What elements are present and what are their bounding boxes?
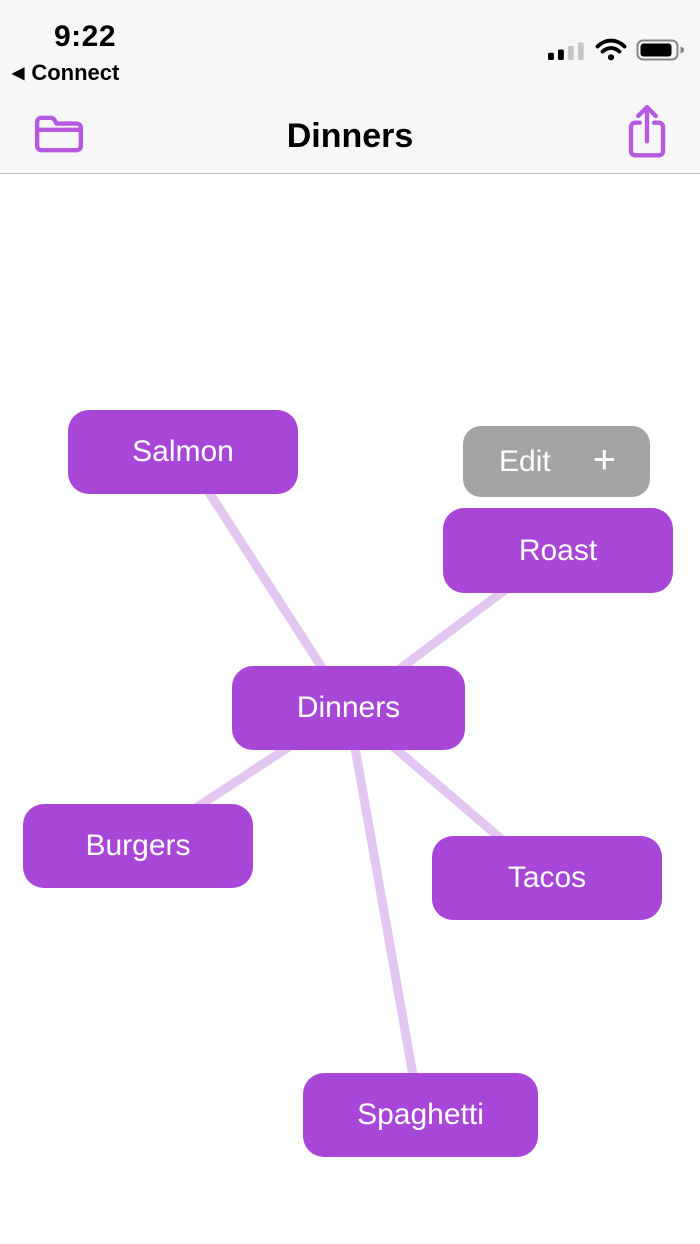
node-roast[interactable]: Roast — [443, 508, 673, 593]
node-label: Salmon — [132, 435, 234, 468]
back-app-name: Connect — [31, 60, 120, 85]
status-bar-time: 9:22 — [54, 20, 117, 53]
status-icons — [548, 38, 686, 61]
node-dinners-center[interactable]: Dinners — [232, 666, 465, 750]
back-to-previous-app[interactable]: ◀ Connect — [12, 60, 119, 86]
mindmap-canvas[interactable]: Salmon Edit + Roast Dinners Burgers Taco… — [0, 175, 700, 1244]
share-button[interactable] — [624, 102, 670, 162]
node-label: Burgers — [85, 829, 191, 862]
share-icon — [628, 120, 666, 158]
node-tacos[interactable]: Tacos — [432, 836, 662, 920]
node-salmon[interactable]: Salmon — [68, 410, 298, 494]
node-burgers[interactable]: Burgers — [23, 804, 253, 888]
cellular-signal-icon — [548, 39, 586, 61]
branch-line-salmon — [178, 447, 353, 713]
page-title: Dinners — [286, 117, 414, 155]
node-label: Dinners — [296, 691, 401, 724]
node-label: Spaghetti — [357, 1098, 484, 1131]
battery-icon — [636, 39, 686, 61]
back-triangle-icon: ◀ — [12, 65, 25, 82]
branch-line-spaghetti — [343, 703, 425, 1120]
edit-button[interactable]: Edit — [499, 444, 551, 478]
node-label: Tacos — [507, 861, 587, 894]
top-chrome: 9:22 ◀ Connect — [0, 0, 700, 174]
edit-toolbar[interactable]: Edit + — [463, 426, 650, 497]
folder-icon — [34, 115, 84, 153]
folder-button[interactable] — [34, 108, 84, 160]
node-spaghetti[interactable]: Spaghetti — [303, 1073, 538, 1157]
wifi-icon — [595, 38, 627, 61]
node-label: Roast — [518, 533, 598, 567]
